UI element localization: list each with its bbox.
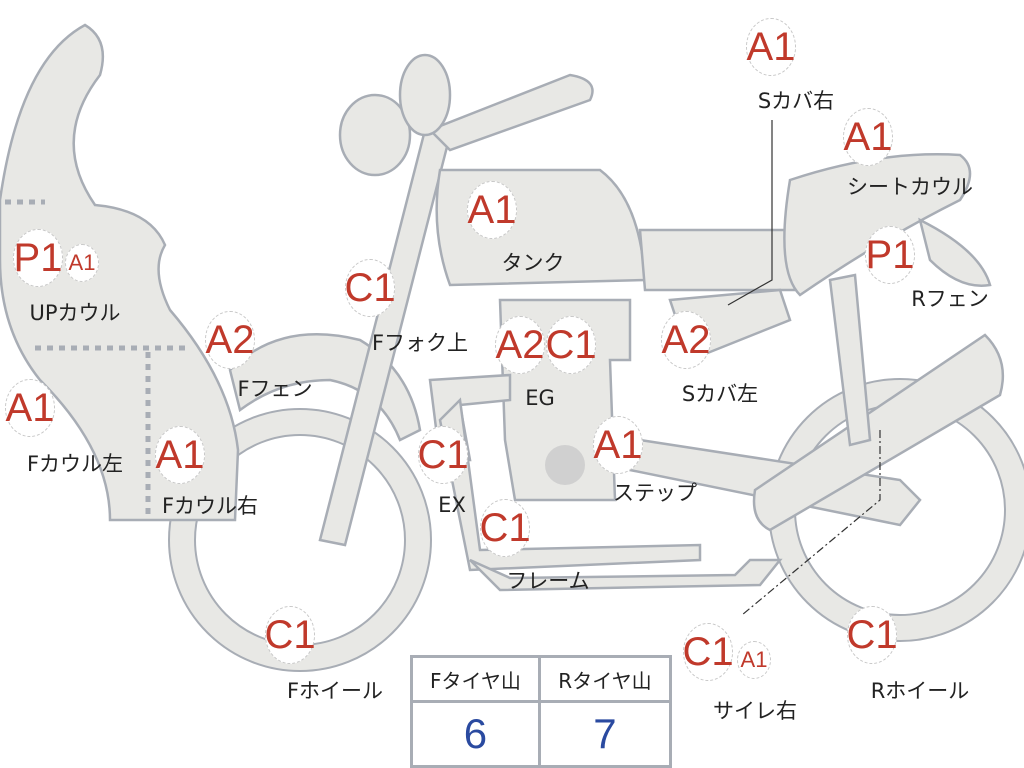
front-tire-value: 6	[410, 700, 541, 768]
part-label: Rホイール	[870, 679, 970, 703]
grade-badge: A1	[155, 426, 205, 484]
grade-badge: C1	[417, 426, 469, 484]
rear-tire-value: 7	[537, 700, 673, 768]
part-label: サイレ右	[713, 699, 797, 723]
part-label: Rフェン	[911, 287, 989, 311]
grade-badge: C1	[682, 623, 734, 681]
part-label: Fカウル右	[161, 494, 259, 518]
part-label: EG	[525, 386, 555, 410]
grade-badge: C1	[545, 316, 597, 374]
grade-badge-small: A1	[65, 244, 99, 282]
grade-badge: A1	[467, 181, 517, 239]
part-label: UPカウル	[29, 301, 121, 325]
grade-badge: A2	[495, 316, 545, 374]
grade-badge: A1	[843, 108, 893, 166]
part-label: Fフォク上	[371, 331, 469, 355]
grade-badge: P1	[865, 226, 915, 284]
part-label: EX	[438, 493, 466, 517]
grade-badge: C1	[846, 606, 898, 664]
part-label: Fホイール	[286, 679, 384, 703]
grade-badge: A1	[593, 416, 643, 474]
part-label: Sカバ右	[757, 89, 835, 113]
grade-badge: A1	[746, 18, 796, 76]
grade-badge: C1	[479, 499, 531, 557]
front-tire-header: Fタイヤ山	[410, 655, 541, 703]
grade-badge: C1	[344, 259, 396, 317]
part-label: フレーム	[506, 569, 590, 593]
grade-badge: P1	[13, 229, 63, 287]
grade-badge: C1	[264, 606, 316, 664]
part-label: タンク	[501, 251, 565, 275]
part-label: ステップ	[613, 481, 697, 505]
grade-badge: A1	[5, 379, 55, 437]
grade-badge: A2	[661, 311, 711, 369]
part-label: Sカバ左	[681, 382, 759, 406]
grade-badge-small: A1	[737, 641, 771, 679]
part-label: Fフェン	[237, 377, 313, 401]
rear-tire-header: Rタイヤ山	[537, 655, 673, 703]
part-label: シートカウル	[847, 175, 973, 199]
grade-badge: A2	[205, 311, 255, 369]
part-label: Fカウル左	[26, 452, 124, 476]
